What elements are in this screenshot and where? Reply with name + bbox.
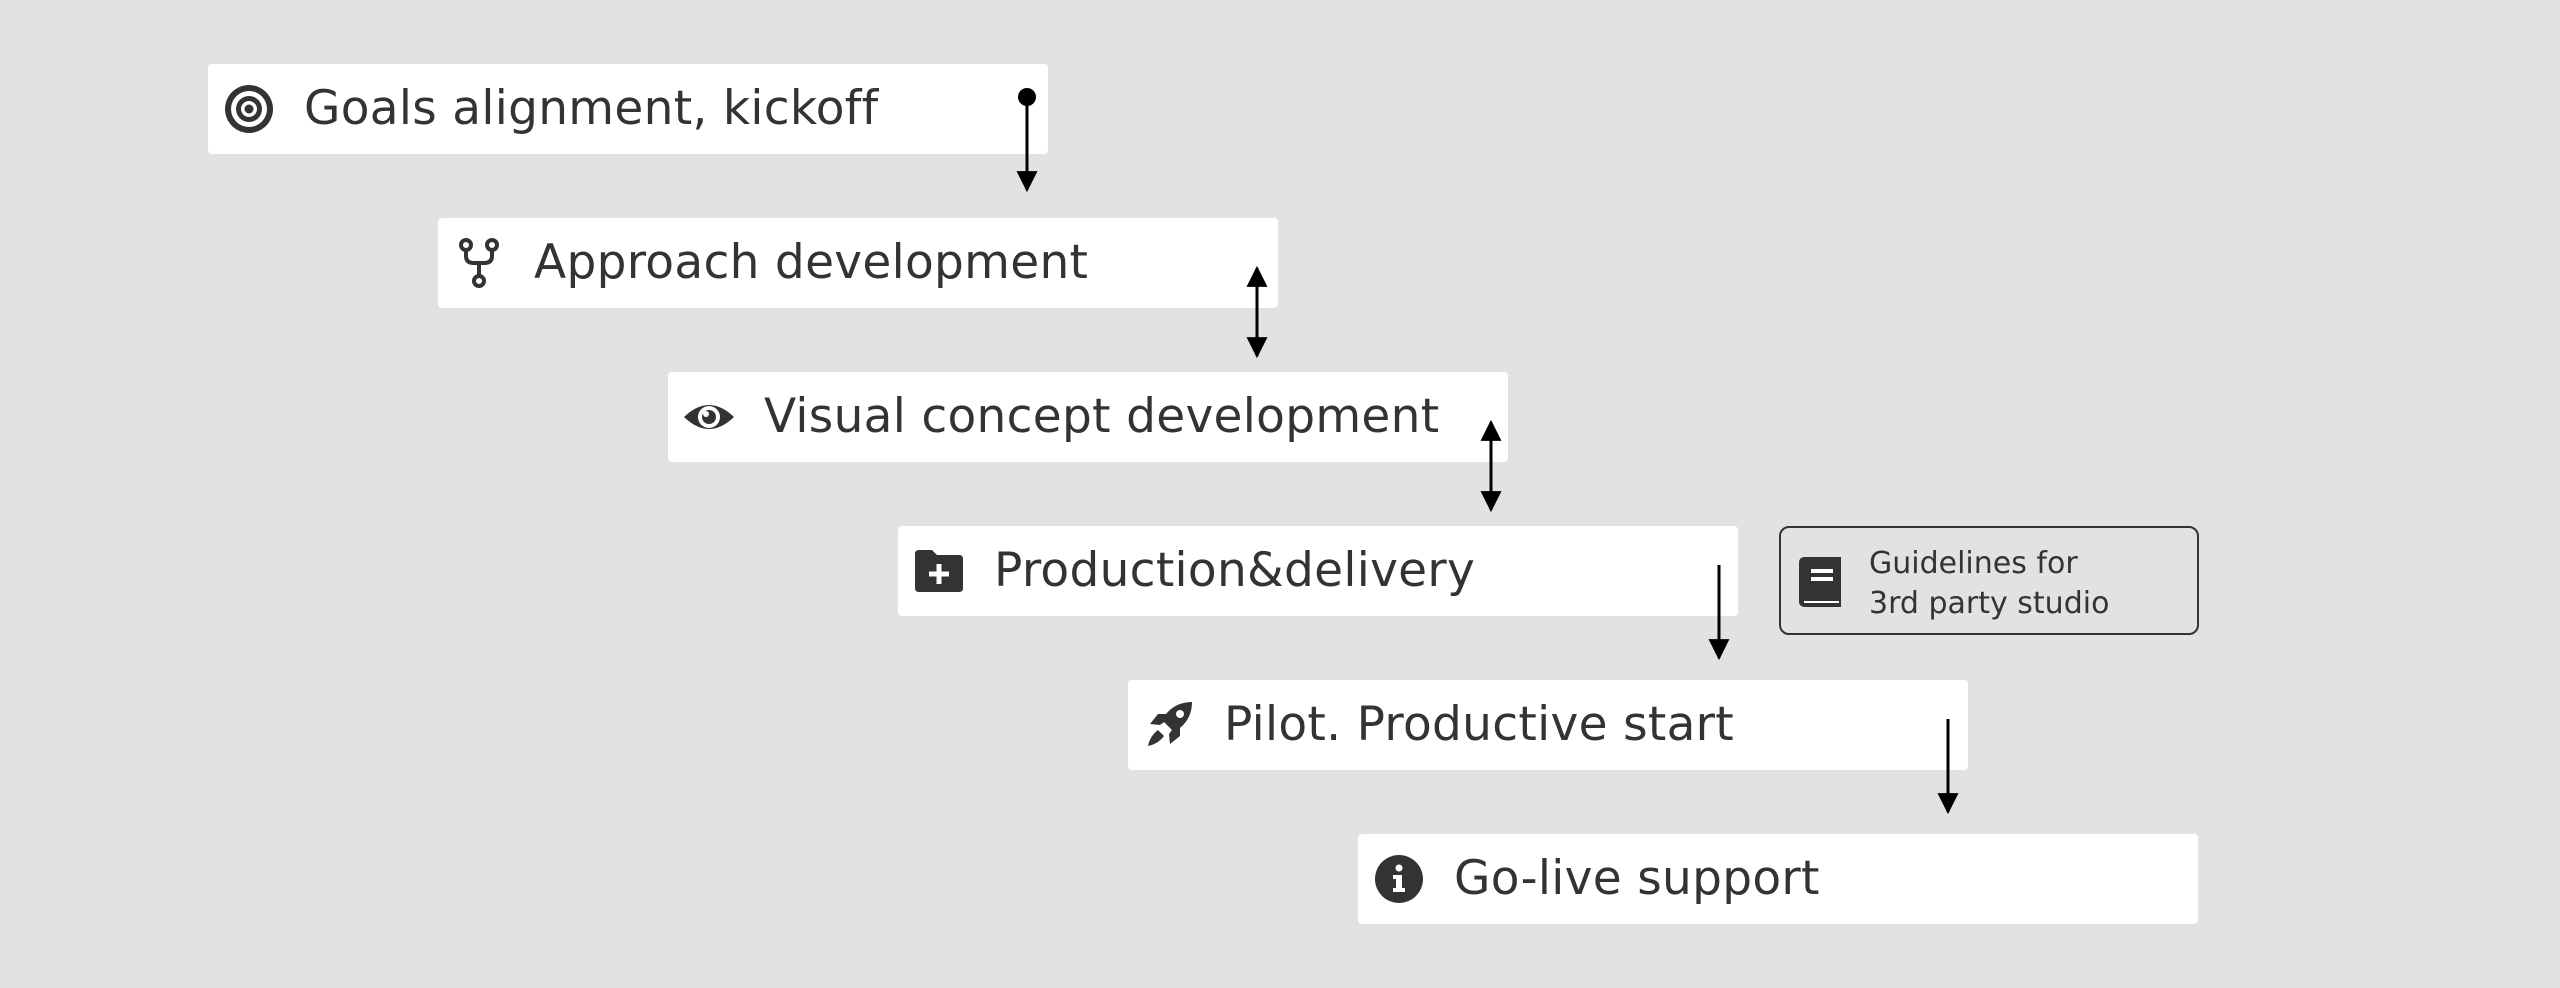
target-icon [222,82,276,136]
step-pilot-start: Pilot. Productive start [1128,680,1968,770]
step-go-live-support: Go-live support [1358,834,2198,924]
step-label: Pilot. Productive start [1224,697,1735,752]
step-label: Go-live support [1454,851,1820,906]
folder-plus-icon [912,544,966,598]
step-label: Approach development [534,235,1089,290]
note-guidelines: Guidelines for 3rd party studio [1779,526,2199,635]
step-visual-concept: Visual concept development [668,372,1508,462]
code-fork-icon [452,236,506,290]
book-icon [1795,555,1845,609]
eye-icon [682,390,736,444]
step-goals-alignment: Goals alignment, kickoff [208,64,1048,154]
note-line-1: Guidelines for [1869,546,2078,581]
step-approach-development: Approach development [438,218,1278,308]
step-label: Production&delivery [994,543,1476,598]
rocket-icon [1142,698,1196,752]
step-label: Visual concept development [764,389,1440,444]
note-line-2: 3rd party studio [1869,586,2110,621]
step-label: Goals alignment, kickoff [304,81,879,136]
info-circle-icon [1372,852,1426,906]
step-production-delivery: Production&delivery [898,526,1738,616]
